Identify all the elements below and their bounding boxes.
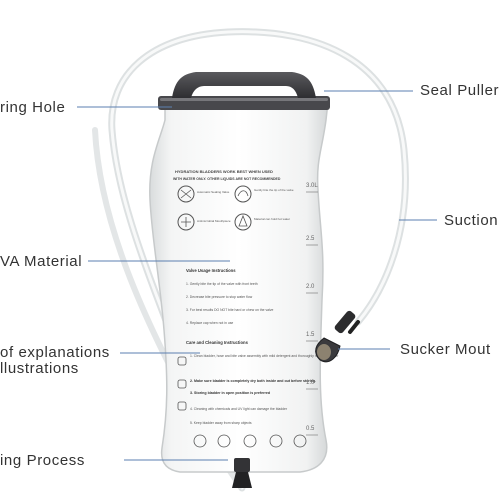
volume-mark-0-5: 0.5: [306, 426, 315, 432]
care-step-5: 5. Keep bladder away from sharp objects: [190, 421, 252, 425]
volume-mark-2-5: 2.5: [306, 236, 315, 242]
label-process: ing Process: [0, 452, 85, 469]
bottom-icon-4: [269, 434, 283, 448]
label-filling-hole: ring Hole: [0, 99, 66, 116]
bite-icon: [234, 185, 252, 203]
label-explanations-line2: llustrations: [0, 360, 79, 377]
care-icon-3: [177, 401, 187, 411]
bite-valve: [315, 310, 360, 363]
leader-lines: [77, 90, 437, 461]
icon4-caption: Material can hold hot water: [254, 217, 290, 221]
bite-icon-mark: [237, 190, 249, 197]
print-header-1: HYDRATION BLADDERS WORK BEST WHEN USED: [175, 169, 273, 174]
label-eva-material: VA Material: [0, 253, 83, 270]
label-suction: Suction: [444, 212, 499, 229]
volume-scale: 3.0L 2.5 2.0 1.5 1.0 0.5: [306, 183, 318, 436]
bladder-body: [149, 101, 329, 473]
seal-bar-highlight: [160, 98, 328, 101]
volume-mark-2: 2.0: [306, 284, 315, 290]
volume-ticks: [306, 191, 318, 436]
valve-step-1: 1. Gently bite the tip of the valve with…: [186, 282, 258, 286]
care-step-3: 3. Storing bladder in open position is p…: [190, 391, 270, 395]
bottom-icon-5: [293, 434, 307, 448]
valve-step-2: 2. Decrease bite pressure to stop water …: [186, 295, 253, 299]
bottom-icon-2: [217, 434, 231, 448]
instruction-print: HYDRATION BLADDERS WORK BEST WHEN USED W…: [173, 169, 339, 448]
seal-handle: [172, 72, 316, 98]
hot-water-icon-mark: [238, 214, 248, 227]
icon2-caption: Gently bite the tip of the valve: [254, 188, 294, 192]
icon3-caption: Antimicrobial Mouthpiece: [197, 219, 231, 223]
valve-title: Valve Usage Instructions: [186, 268, 236, 273]
hot-water-icon: [234, 213, 252, 231]
volume-mark-1-5: 1.5: [306, 332, 315, 338]
antimicrobial-icon: [177, 213, 195, 231]
valve-step-4: 4. Replace cap when not in use: [186, 321, 233, 325]
volume-mark-3: 3.0L: [306, 183, 318, 189]
care-icon-2: [177, 379, 187, 389]
icon1-caption: Automatic Sealing Valve: [197, 190, 230, 194]
bottom-icon-1: [193, 434, 207, 448]
care-step-2: 2. Make sure bladder is completely dry b…: [190, 379, 316, 383]
valve-icon: [177, 185, 195, 203]
label-explanations-line1: of explanations: [0, 344, 110, 361]
valve-icon-mark: [180, 189, 192, 199]
print-header-2: WITH WATER ONLY. OTHER LIQUIDS ARE NOT R…: [173, 177, 281, 181]
label-seal-puller: Seal Puller: [420, 82, 500, 99]
care-step-4: 4. Cleaning with chemicals and UV light …: [190, 407, 288, 411]
bottom-icon-3: [243, 434, 257, 448]
care-title: Care and Cleaning Instructions: [186, 340, 249, 345]
antimicrobial-icon-mark: [181, 217, 191, 227]
volume-mark-1: 1.0: [306, 380, 315, 386]
care-step-1: 1. Clean bladder, hose and bite valve as…: [190, 354, 339, 358]
label-sucker-mouth: Sucker Mout: [400, 341, 491, 358]
valve-step-3: 3. For best results DO NOT bite hard or …: [186, 308, 273, 312]
care-icon-1: [177, 356, 187, 366]
outlet-connector: [232, 458, 252, 488]
